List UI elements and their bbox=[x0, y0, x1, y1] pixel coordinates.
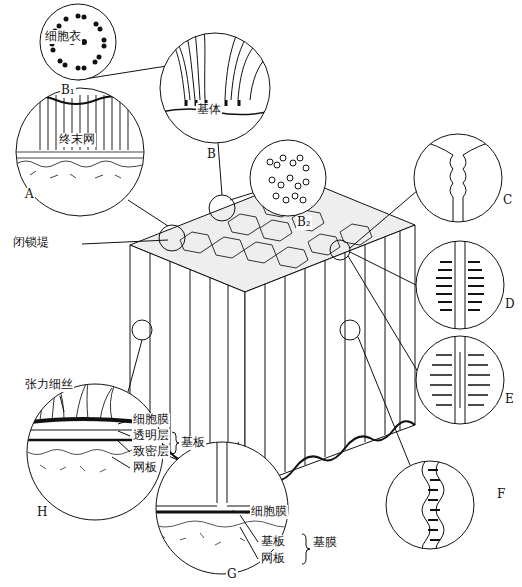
figure-letter: G bbox=[226, 568, 238, 582]
structure-label: 基板 bbox=[180, 436, 206, 450]
figure-letter: H bbox=[36, 506, 48, 520]
structure-label: 网板 bbox=[260, 552, 286, 566]
structure-label: 透明层 bbox=[132, 429, 170, 443]
figure-letter: C bbox=[502, 194, 513, 208]
figure-letter: D bbox=[504, 298, 516, 312]
figure-letter: E bbox=[504, 393, 515, 407]
structure-label: 终末网 bbox=[58, 133, 96, 147]
figure-letter: A bbox=[24, 188, 35, 202]
figure-letter: B₁ bbox=[60, 84, 76, 98]
structure-label: 网板 bbox=[132, 461, 158, 475]
structure-label: 细胞膜 bbox=[250, 505, 288, 519]
structure-label: 闭锁堤 bbox=[12, 236, 50, 250]
structure-label: 基板 bbox=[260, 535, 286, 549]
structure-label: 张力细丝 bbox=[24, 378, 74, 392]
structure-label: 基膜 bbox=[312, 536, 338, 550]
structure-label: 细胞衣 bbox=[44, 30, 82, 44]
structure-label: 基体 bbox=[196, 103, 222, 117]
structure-label: 致密层 bbox=[132, 445, 170, 459]
figure-letter: B bbox=[206, 148, 217, 162]
structure-label: 细胞膜 bbox=[132, 413, 170, 427]
figure-letter: F bbox=[496, 488, 506, 502]
figure-letter: B₂ bbox=[296, 216, 312, 230]
